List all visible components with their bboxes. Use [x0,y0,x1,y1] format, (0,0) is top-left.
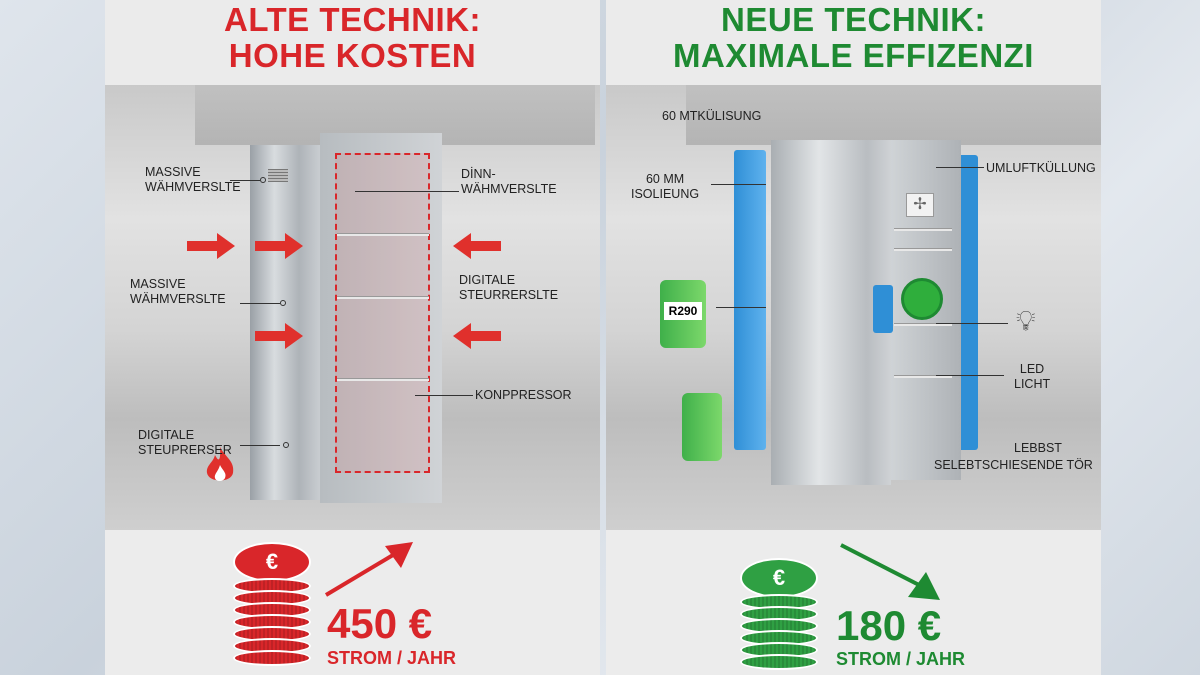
new-price-unit: STROM / JAHR [836,649,966,669]
title-line-2: HOHE KOSTEN [228,37,477,74]
heat-arrow-icon [255,233,303,259]
new-technology-panel: NEUE TECHNIK: MAXIMALE EFFIZENZI ✢ R290 … [606,0,1101,675]
label-led: LED LICHT [1014,362,1051,391]
label-tuer: SELEBTSCHIESENDE TÖR [934,458,1093,472]
old-fridge-illustration: MASSIVE WÄHMVERSLTE MASSIVE WÄHMVERSLTE … [105,85,600,530]
title-line-2: MAXIMALE EFFIZENZI [673,37,1034,74]
canister-icon [682,393,722,461]
label-top: 60 MTKÜLISUNG [662,109,762,123]
label-kompressor: KONPPRESSOR [475,388,572,402]
old-technology-panel: ALTE TECHNIK: HOHE KOSTEN MASSIVE WÄHMVE… [105,0,600,675]
label-massive-2: MASSIVE WÄHMVERSLTE [130,277,226,306]
fan-icon: ✢ [906,193,934,217]
door-handle [873,285,893,333]
label-digitale-left: DIGITALE STEUPRERSER [138,428,232,457]
new-fridge-door [771,140,891,485]
refrigerant-canister: R290 [660,280,706,348]
new-price: 180 € [836,602,942,649]
flame-icon [206,447,234,481]
title-line-1: ALTE TECHNIK: [223,1,482,38]
insulation-panel-right [956,155,978,450]
trend-up-arrow-icon [324,542,413,597]
label-lebbst: LEBBST [1014,441,1062,455]
insulation-panel-left [734,150,766,450]
old-fridge-body [250,145,320,500]
heat-loss-zone [335,153,430,473]
heat-arrow-icon [187,233,235,259]
title-line-1: NEUE TECHNIK: [720,1,986,38]
old-technology-title: ALTE TECHNIK: HOHE KOSTEN [105,2,600,74]
heat-arrow-icon [255,323,303,349]
heat-arrow-icon [453,323,501,349]
heat-arrow-icon [453,233,501,259]
label-umluft: UMLUFTKÜLLUNG [986,161,1096,175]
label-dinn: DİNN- WÄHMVERSLTE [461,167,557,196]
light-bulb-icon: 💡︎ [1016,305,1036,336]
new-technology-title: NEUE TECHNIK: MAXIMALE EFFIZENZI [606,2,1101,74]
old-cost-section: € 450 € STROM / JAHR [105,530,600,675]
old-price: 450 € [327,600,433,647]
new-cost-section: € 180 € STROM / JAHR [606,530,1101,675]
red-coin-stack-icon: € [233,542,311,666]
euro-icon: € [233,542,311,582]
new-fridge-illustration: ✢ R290 60 MTKÜLISUNG 60 MM ISOLIEUNG UML… [606,85,1101,530]
label-massive-1: MASSIVE WÄHMVERSLTE [145,165,241,194]
trend-down-arrow-icon [840,543,940,600]
label-digitale-right: DIGITALE STEURRERSLTE [459,273,559,302]
label-isolierung: 60 MM ISOLIEUNG [631,172,700,201]
green-fan-icon [901,278,943,320]
vent-grille [268,169,288,182]
euro-icon: € [740,558,818,598]
green-coin-stack-icon: € [740,558,818,670]
r290-label: R290 [664,302,702,320]
old-price-unit: STROM / JAHR [327,648,457,668]
